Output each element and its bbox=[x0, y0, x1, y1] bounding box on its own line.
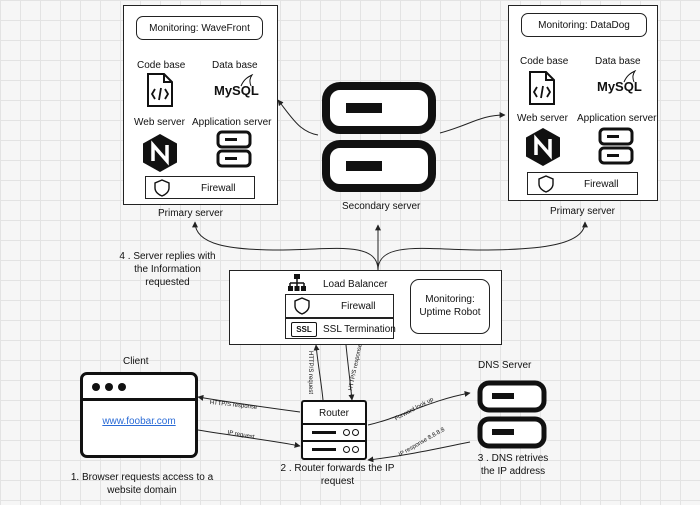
step2-line: request bbox=[320, 476, 355, 487]
left-primary-caption: Primary server bbox=[158, 208, 224, 219]
router-led-icon bbox=[352, 429, 359, 436]
arrow-secondary-to-right bbox=[439, 112, 506, 134]
router-divider bbox=[303, 423, 365, 425]
shield-icon bbox=[154, 179, 170, 197]
arrow-lb-to-right bbox=[377, 221, 588, 271]
left-data-base-label: Data base bbox=[212, 60, 258, 71]
browser-window-icon: www.foobar.com bbox=[80, 372, 198, 458]
secondary-server-icon bbox=[322, 82, 436, 192]
right-code-base-label: Code base bbox=[520, 56, 569, 67]
router-slot bbox=[312, 448, 336, 451]
right-monitoring-label: Monitoring: DataDog bbox=[538, 20, 630, 31]
window-dot-icon bbox=[92, 383, 100, 391]
window-dot-icon bbox=[118, 383, 126, 391]
step4-line: the Information bbox=[134, 264, 201, 275]
right-monitoring-box: Monitoring: DataDog bbox=[521, 13, 647, 37]
router-led-icon bbox=[343, 429, 350, 436]
router-divider bbox=[303, 440, 365, 442]
nginx-icon bbox=[526, 128, 560, 166]
arrow-router-to-client bbox=[197, 394, 301, 413]
ssl-termination-label: SSL Termination bbox=[323, 324, 396, 335]
dns-server-icon bbox=[477, 380, 547, 449]
step1-line: 1. Browser requests access to a bbox=[70, 472, 214, 483]
ssl-icon: SSL bbox=[291, 322, 317, 337]
step3-line: 3 . DNS retrives bbox=[477, 453, 549, 464]
code-file-icon bbox=[529, 71, 555, 105]
step2-caption: 2 . Router forwards the IP request bbox=[270, 462, 405, 488]
uptime-robot-label: Monitoring: Uptime Robot bbox=[411, 293, 489, 319]
right-app-server-label: Application server bbox=[577, 113, 657, 124]
right-primary-caption: Primary server bbox=[550, 206, 616, 217]
lb-firewall-box: Firewall bbox=[285, 294, 394, 318]
dns-title: DNS Server bbox=[478, 360, 532, 371]
step4-line: 4 . Server replies with bbox=[119, 251, 216, 262]
ssl-termination-box: SSL SSL Termination bbox=[285, 318, 396, 339]
right-data-base-label: Data base bbox=[595, 56, 641, 67]
step1-line: website domain bbox=[107, 485, 177, 496]
step2-line: 2 . Router forwards the IP bbox=[280, 463, 395, 474]
left-monitoring-label: Monitoring: WaveFront bbox=[149, 23, 250, 34]
uptime-line: Monitoring: bbox=[425, 294, 475, 305]
lb-firewall-label: Firewall bbox=[341, 301, 376, 312]
uptime-robot-box: Monitoring: Uptime Robot bbox=[410, 279, 490, 334]
arrow-router-to-dns bbox=[367, 390, 471, 426]
right-firewall-box: Firewall bbox=[527, 172, 638, 195]
left-monitoring-box: Monitoring: WaveFront bbox=[136, 16, 263, 40]
arrow-dns-to-router bbox=[367, 441, 471, 463]
router-led-icon bbox=[352, 446, 359, 453]
step1-caption: 1. Browser requests access to a website … bbox=[62, 471, 222, 497]
router-led-icon bbox=[343, 446, 350, 453]
left-firewall-label: Firewall bbox=[201, 183, 236, 194]
window-dot-icon bbox=[105, 383, 113, 391]
router-title: Router bbox=[318, 408, 349, 419]
uptime-line: Uptime Robot bbox=[419, 307, 481, 318]
router-slot bbox=[312, 431, 336, 434]
shield-icon bbox=[294, 297, 310, 315]
app-server-icon bbox=[216, 130, 252, 168]
mysql-dolphin-icon bbox=[623, 70, 637, 83]
arrow-lb-to-left bbox=[192, 221, 379, 271]
arrow-client-to-router bbox=[197, 429, 301, 448]
website-url-link[interactable]: www.foobar.com bbox=[102, 416, 176, 427]
right-firewall-label: Firewall bbox=[584, 179, 619, 190]
arrow-router-to-lb bbox=[313, 344, 324, 401]
code-file-icon bbox=[147, 73, 173, 107]
mysql-logo: MySQL bbox=[597, 79, 642, 94]
app-server-icon bbox=[598, 127, 634, 165]
left-firewall-box: Firewall bbox=[145, 176, 255, 199]
mysql-dolphin-icon bbox=[240, 74, 254, 87]
step3-line: the IP address bbox=[480, 466, 546, 477]
nginx-icon bbox=[143, 134, 177, 172]
router-icon: Router bbox=[301, 400, 367, 460]
mysql-logo: MySQL bbox=[214, 83, 259, 98]
left-web-server-label: Web server bbox=[134, 117, 185, 128]
browser-title-divider bbox=[83, 398, 195, 401]
edge-label-https-request: HTTP/S request bbox=[307, 351, 313, 395]
right-web-server-label: Web server bbox=[517, 113, 568, 124]
client-title: Client bbox=[123, 356, 149, 367]
load-balancer-title: Load Balancer bbox=[323, 279, 388, 290]
left-app-server-label: Application server bbox=[192, 117, 272, 128]
step4-caption: 4 . Server replies with the Information … bbox=[110, 250, 225, 289]
shield-icon bbox=[538, 175, 554, 193]
arrow-secondary-to-left bbox=[277, 99, 319, 136]
step3-caption: 3 . DNS retrives the IP address bbox=[463, 452, 563, 478]
network-hierarchy-icon bbox=[288, 274, 306, 291]
left-code-base-label: Code base bbox=[137, 60, 186, 71]
arrow-lb-to-router bbox=[345, 344, 355, 401]
step4-line: requested bbox=[145, 277, 190, 288]
secondary-server-label: Secondary server bbox=[342, 201, 421, 212]
